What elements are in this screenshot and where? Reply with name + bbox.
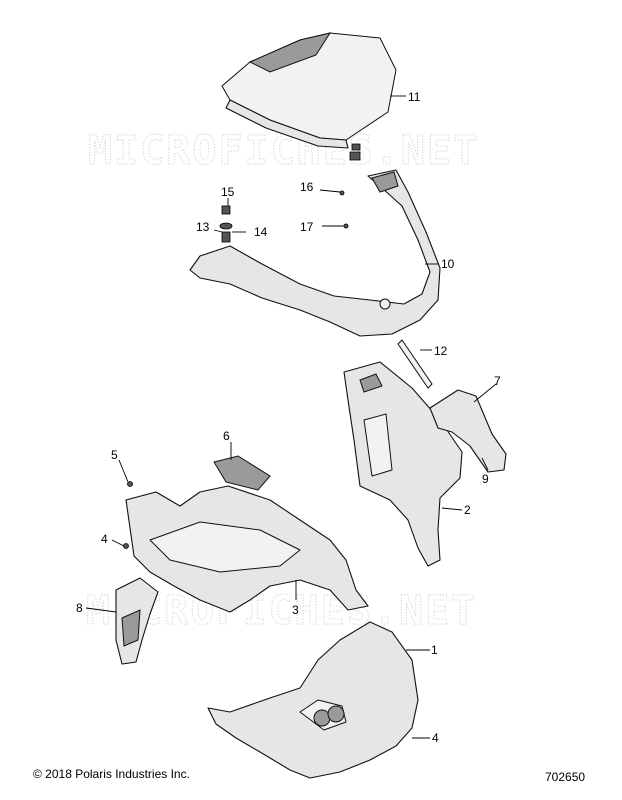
vent-grille-part [213, 455, 271, 491]
callout-10: 10 [441, 257, 455, 271]
callout-6: 6 [223, 429, 230, 443]
callout-5: 5 [111, 448, 118, 462]
side-panel-part [343, 361, 463, 567]
hood-part [221, 32, 397, 161]
callout-16: 16 [300, 180, 314, 194]
front-fascia-part [125, 485, 369, 613]
callout-11: 11 [408, 90, 421, 104]
dash-panel-part [189, 169, 441, 337]
callout-15: 15 [221, 185, 235, 199]
callout-1: 1 [431, 643, 438, 657]
callout-8: 8 [76, 601, 83, 615]
copyright-text: © 2018 Polaris Industries Inc. [33, 767, 190, 781]
callout-7: 7 [494, 374, 501, 388]
floor-pan-part [207, 621, 419, 779]
callout-14: 14 [254, 225, 268, 239]
callout-9: 9 [482, 472, 489, 486]
side-bumper-part [115, 577, 159, 665]
callout-3: 3 [292, 603, 299, 617]
drawing-number: 702650 [545, 770, 586, 784]
support-rod-part [397, 339, 433, 389]
callout-17: 17 [300, 220, 314, 234]
watermark-top: MICROFICHES.NET [88, 128, 479, 174]
callout-4-upper: 4 [101, 532, 108, 546]
bracket-part [429, 389, 507, 473]
callout-2: 2 [464, 503, 471, 517]
callout-4-lower: 4 [432, 731, 439, 745]
callout-12: 12 [434, 344, 448, 358]
clip-hardware-group [219, 205, 233, 243]
callout-13: 13 [196, 220, 210, 234]
